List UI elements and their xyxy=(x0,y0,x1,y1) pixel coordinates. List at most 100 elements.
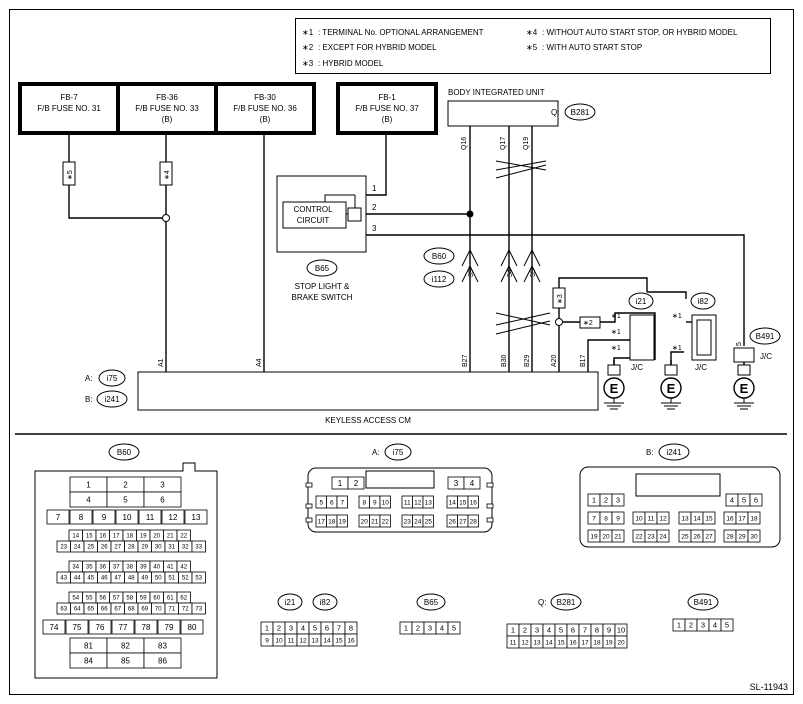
svg-text:Q16: Q16 xyxy=(461,137,468,150)
svg-text:i241: i241 xyxy=(666,448,682,457)
pin-cell xyxy=(749,493,763,507)
pin-number: 22 xyxy=(382,518,390,525)
pin-number: 7 xyxy=(340,499,344,506)
pin-number: 12 xyxy=(169,513,178,522)
pin-number: 27 xyxy=(459,518,467,525)
svg-text:STOP LIGHT &: STOP LIGHT & xyxy=(295,282,350,291)
pin-number: 14 xyxy=(545,639,553,646)
pin-number: 1 xyxy=(677,621,681,630)
pin-number: 6 xyxy=(571,626,575,635)
pin-number: 7 xyxy=(56,513,61,522)
option-mark-2: ∗2 xyxy=(579,316,601,329)
pin-number: 55 xyxy=(86,596,93,602)
pin-number: 66 xyxy=(101,607,108,613)
pin-number: 54 xyxy=(72,596,79,602)
pin-number: 14 xyxy=(693,515,701,522)
pin-number: 20 xyxy=(617,639,625,646)
svg-text:FB-1: FB-1 xyxy=(378,93,396,102)
svg-text:∗3: ∗3 xyxy=(557,294,564,304)
fuse-fb36: FB-36F/B FUSE NO. 33(B) xyxy=(135,93,199,124)
pin-number: 29 xyxy=(141,545,148,551)
pin-number: 19 xyxy=(605,639,613,646)
fuse-group xyxy=(18,82,438,135)
svg-text:CIRCUIT: CIRCUIT xyxy=(297,216,330,225)
svg-text:E: E xyxy=(667,381,676,396)
svg-text:∗1: ∗1 xyxy=(611,313,621,320)
svg-text:E: E xyxy=(610,381,619,396)
pin-number: 41 xyxy=(167,565,174,571)
svg-text:B30: B30 xyxy=(501,354,508,367)
pin-number: 6 xyxy=(754,496,758,505)
svg-text:B17: B17 xyxy=(580,354,587,367)
ground-symbol-1: E xyxy=(603,364,625,410)
latch-tab xyxy=(305,482,313,488)
pin-cell xyxy=(115,509,139,525)
pin-number: 16 xyxy=(347,637,355,644)
pin-number: 1 xyxy=(404,624,408,633)
pin-number: 78 xyxy=(142,623,151,632)
pin-number: 20 xyxy=(602,533,610,540)
pin-number: 23 xyxy=(60,545,67,551)
pin-number: 30 xyxy=(750,533,758,540)
svg-text:F/B FUSE NO. 33: F/B FUSE NO. 33 xyxy=(135,104,199,113)
pin-number: 23 xyxy=(647,533,655,540)
svg-text:BRAKE SWITCH: BRAKE SWITCH xyxy=(292,293,353,302)
latch-tab xyxy=(486,503,494,509)
pin-cell xyxy=(344,633,358,647)
pin-number: 1 xyxy=(511,626,515,635)
pin-cell xyxy=(134,619,158,635)
pin-number: 13 xyxy=(192,513,201,522)
latch-tab xyxy=(486,517,494,523)
pin-cell xyxy=(379,514,391,528)
pin-number: 68 xyxy=(128,607,135,613)
pin-number: 7 xyxy=(592,515,596,522)
pin-number: 18 xyxy=(126,534,133,540)
pin-cell xyxy=(69,509,93,525)
pin-number: 26 xyxy=(449,518,457,525)
pin-number: 10 xyxy=(123,513,132,522)
pin-cell xyxy=(157,619,181,635)
legend-box: ∗1: TERMINAL No. OPTIONAL ARRANGEMENT ∗2… xyxy=(295,18,771,74)
pin-number: 73 xyxy=(195,607,202,613)
pin-number: 18 xyxy=(328,518,336,525)
pin-number: 20 xyxy=(361,518,369,525)
pin-number: 14 xyxy=(449,499,457,506)
svg-text:39: 39 xyxy=(468,269,475,277)
pin-number: 13 xyxy=(425,499,433,506)
pin-number: 27 xyxy=(114,545,121,551)
pin-number: 35 xyxy=(86,565,93,571)
pin-number: 1 xyxy=(338,479,343,488)
pin-number: 5 xyxy=(742,496,746,505)
pin-number: 18 xyxy=(750,515,758,522)
pin-number: 24 xyxy=(414,518,422,525)
pin-cell xyxy=(656,529,670,543)
pin-number: 15 xyxy=(705,515,713,522)
latch-tab xyxy=(486,482,494,488)
svg-text:FB-36: FB-36 xyxy=(156,93,178,102)
joint-connector-b491: B491 5 J/C xyxy=(733,327,781,363)
option-mark-4: ∗4 xyxy=(159,161,173,186)
pin-number: 3 xyxy=(535,626,539,635)
pin-number: 1 xyxy=(265,624,269,633)
pin-number: 10 xyxy=(275,637,283,644)
pin-number: 28 xyxy=(726,533,734,540)
pin-cell xyxy=(191,571,206,584)
pin-number: 16 xyxy=(726,515,734,522)
pin-number: 17 xyxy=(318,518,326,525)
svg-text:∗5: ∗5 xyxy=(526,43,538,52)
pin-number: 4 xyxy=(730,496,734,505)
pin-number: 2 xyxy=(354,479,359,488)
pin-number: 2 xyxy=(604,496,608,505)
pin-cell xyxy=(180,619,204,635)
pin-number: 82 xyxy=(121,641,130,650)
pin-number: 26 xyxy=(693,533,701,540)
pin-number: 5 xyxy=(559,626,563,635)
pin-number: 18 xyxy=(593,639,601,646)
svg-text:2: 2 xyxy=(372,203,377,212)
legend-item: ∗4: WITHOUT AUTO START STOP, OR HYBRID M… xyxy=(526,28,738,37)
pin-number: 3 xyxy=(289,624,293,633)
body-integrated-unit: BODY INTEGRATED UNIT Q: B281 Q16 Q17 Q19 xyxy=(447,88,596,150)
pin-number: 15 xyxy=(86,534,93,540)
